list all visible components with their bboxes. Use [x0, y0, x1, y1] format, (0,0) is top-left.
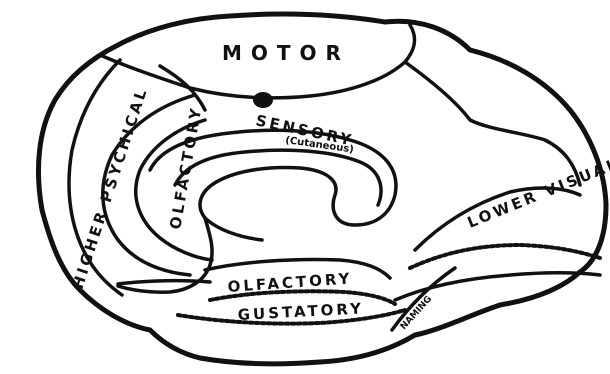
visual-divider	[410, 245, 600, 268]
label-lower-visual: LOWER VISUAL	[465, 154, 610, 231]
callosum-inner	[175, 150, 381, 205]
central-spot	[253, 92, 273, 108]
label-motor: MOTOR	[222, 41, 350, 65]
